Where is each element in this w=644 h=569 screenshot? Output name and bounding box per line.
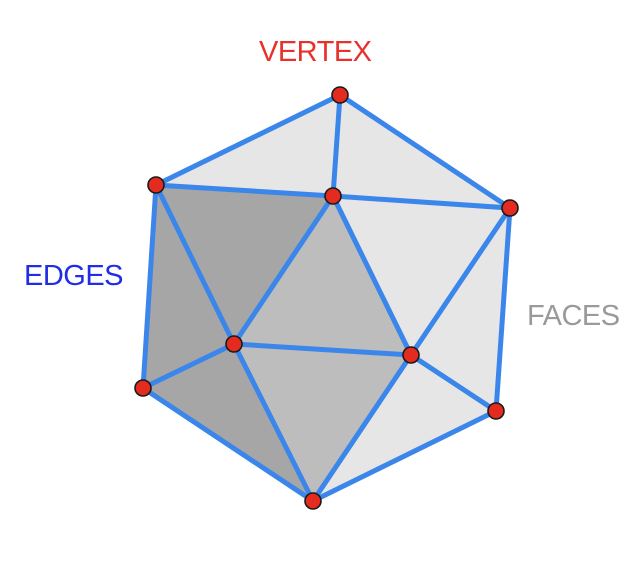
vertex-point-2: [147, 176, 165, 194]
vertex-point-3: [324, 187, 342, 205]
edge-14: [231, 341, 316, 504]
edge-7: [140, 182, 159, 391]
faces-label: FACES: [527, 300, 620, 332]
edge-6: [153, 182, 237, 347]
edge-9: [330, 193, 414, 358]
edge-15: [408, 352, 499, 414]
edge-18: [310, 408, 499, 504]
vertex-point-6: [402, 346, 420, 364]
vertex-label: VERTEX: [259, 36, 372, 68]
vertex-point-4: [501, 199, 519, 217]
vertex-point-8: [487, 402, 505, 420]
edge-13: [140, 341, 237, 391]
edge-8: [231, 193, 336, 347]
vertex-point-5: [225, 335, 243, 353]
edge-11: [493, 205, 513, 414]
edge-5: [330, 193, 513, 211]
edges-label: EDGES: [24, 260, 124, 292]
vertices-layer: [134, 86, 519, 510]
edge-16: [310, 352, 414, 504]
edge-10: [408, 205, 513, 358]
edge-2: [330, 92, 343, 199]
vertex-point-1: [331, 86, 349, 104]
faces-layer: [141, 94, 512, 503]
edge-1: [153, 92, 343, 188]
vertex-point-7: [134, 379, 152, 397]
edges-layer: [140, 92, 513, 504]
edge-4: [153, 182, 336, 199]
edge-3: [337, 92, 513, 211]
vertex-point-9: [304, 492, 322, 510]
edge-12: [231, 341, 414, 358]
edge-17: [140, 385, 316, 504]
